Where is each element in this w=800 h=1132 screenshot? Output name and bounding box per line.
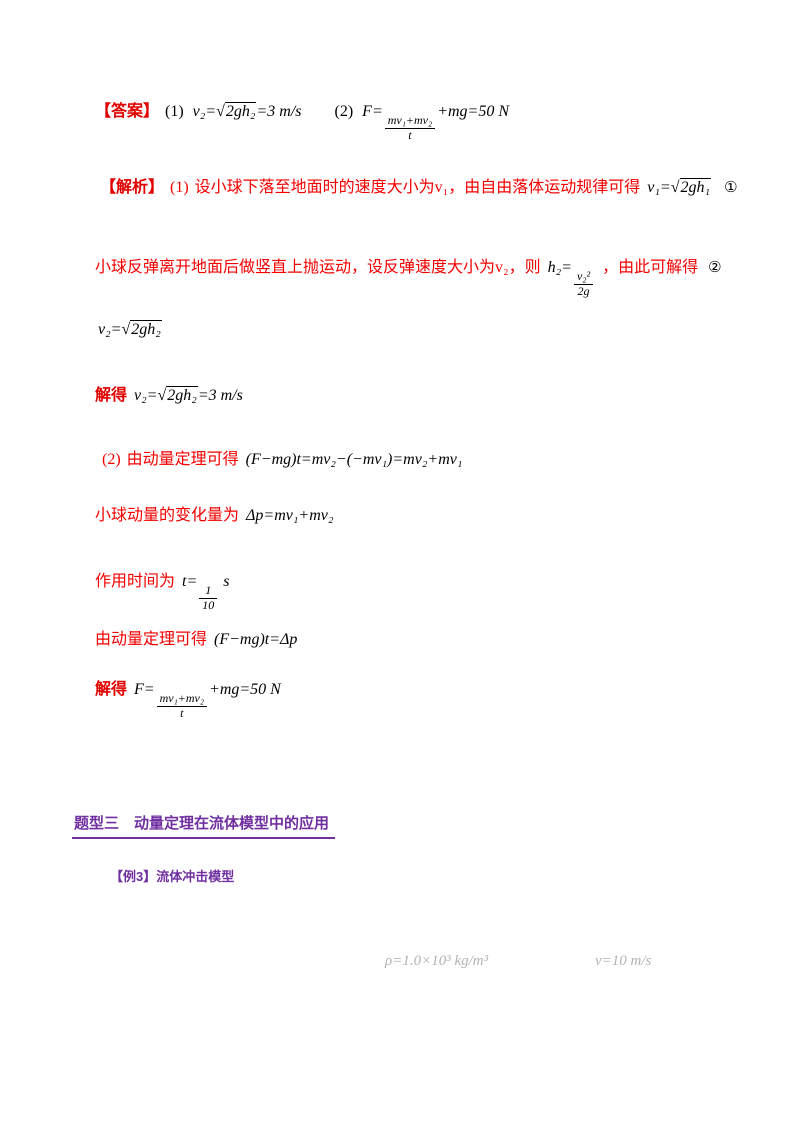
analysis-line: 【解析】 (1) 设小球下落至地面时的速度大小为v₁，由自由落体运动规律可得 v…	[100, 178, 738, 198]
solve-label-2: 解得	[95, 681, 128, 698]
section-heading: 题型三 动量定理在流体模型中的应用	[72, 810, 336, 839]
standalone-formula: v₂=√2gh₂	[98, 320, 162, 338]
answer-part2-number: (2)	[334, 103, 354, 120]
fraction-denominator: 10	[202, 598, 215, 613]
radicand: 2gh₂	[224, 102, 257, 120]
solution-line-4: v₂=√2gh₂	[95, 320, 165, 340]
solution-text-a: 小球反弹离开地面后做竖直上抛运动，设反弹速度大小为v₂，则	[95, 259, 541, 276]
formula-segment: h₂=	[547, 259, 572, 276]
equation-tag-1: ①	[724, 180, 738, 196]
fraction-numerator: mv₁+mv₂	[156, 692, 208, 708]
solution-text-b: ，由此可解得	[602, 259, 699, 276]
analysis-part-number: (1)	[170, 179, 189, 196]
fraction-numerator: v₂²	[573, 270, 594, 286]
answer-label: 【答案】	[95, 103, 160, 120]
formula-segment: v₁=√	[647, 179, 680, 196]
theorem-formula: (F−mg)t=Δp	[214, 631, 298, 648]
fraction-denominator: t	[408, 128, 412, 143]
formula-segment: s	[219, 573, 230, 590]
part2-text: 由动量定理可得	[126, 451, 239, 468]
solution-line-9: 由动量定理可得 (F−mg)t=Δp	[95, 630, 300, 650]
momentum-change-formula: Δp=mv₁+mv₂	[246, 507, 334, 524]
formula-segment: v₂=√	[98, 321, 131, 338]
solve-formula-1: v₂=√2gh₂=3 m/s	[134, 386, 243, 404]
solve-label-1: 解得	[95, 387, 128, 404]
part2-formula: (F−mg)t=mv₂−(−mv₁)=mv₂+mv₁	[245, 451, 463, 468]
answer-part1-formula: v₂=√2gh₂=3 m/s	[192, 102, 302, 120]
momentum-change-text: 小球动量的变化量为	[95, 507, 240, 524]
fraction-denominator: t	[180, 706, 184, 721]
radicand: 2gh₂	[166, 386, 198, 404]
radicand: 2gh₂	[130, 320, 162, 338]
solution-line-7: 小球动量的变化量为 Δp=mv₁+mv₂	[95, 506, 336, 526]
faint-formula-right: v=10 m/s	[595, 953, 652, 969]
theorem-text: 由动量定理可得	[95, 631, 208, 648]
fraction-numerator: mv₁+mv₂	[384, 114, 436, 130]
part2-number: (2)	[102, 451, 121, 468]
fraction-numerator: 1	[199, 584, 218, 600]
analysis-formula: v₁=√2gh₁	[647, 178, 712, 196]
formula-segment: =3 m/s	[197, 387, 243, 404]
analysis-label: 【解析】	[100, 179, 165, 196]
formula-segment: +mg=50 N	[209, 681, 281, 698]
formula-segment: F=	[362, 103, 383, 120]
contact-time-text: 作用时间为	[95, 573, 176, 590]
radicand: 2gh₁	[679, 178, 712, 196]
solution-line-6: (2) 由动量定理可得 (F−mg)t=mv₂−(−mv₁)=mv₂+mv₁	[100, 450, 465, 470]
formula-segment: =3 m/s	[256, 103, 302, 120]
solve-line-1: 解得 v₂=√2gh₂=3 m/s	[95, 386, 246, 406]
analysis-text: 设小球下落至地面时的速度大小为v₁，由自由落体运动规律可得	[194, 179, 641, 196]
equation-tag-2: ②	[708, 260, 722, 276]
fraction-denominator: 2g	[577, 284, 590, 299]
answer-part1-number: (1)	[165, 103, 184, 120]
formula-segment: v₂=√	[134, 387, 167, 404]
sub-heading: 【例3】流体冲击模型	[110, 869, 235, 884]
formula-segment: t=	[182, 573, 198, 590]
formula-segment: +mg=50 N	[437, 103, 510, 120]
formula-segment: v₂=√	[192, 103, 225, 120]
formula-segment: F=	[134, 681, 155, 698]
faint-formula-left: ρ=1.0×10³ kg/m³	[385, 953, 489, 969]
